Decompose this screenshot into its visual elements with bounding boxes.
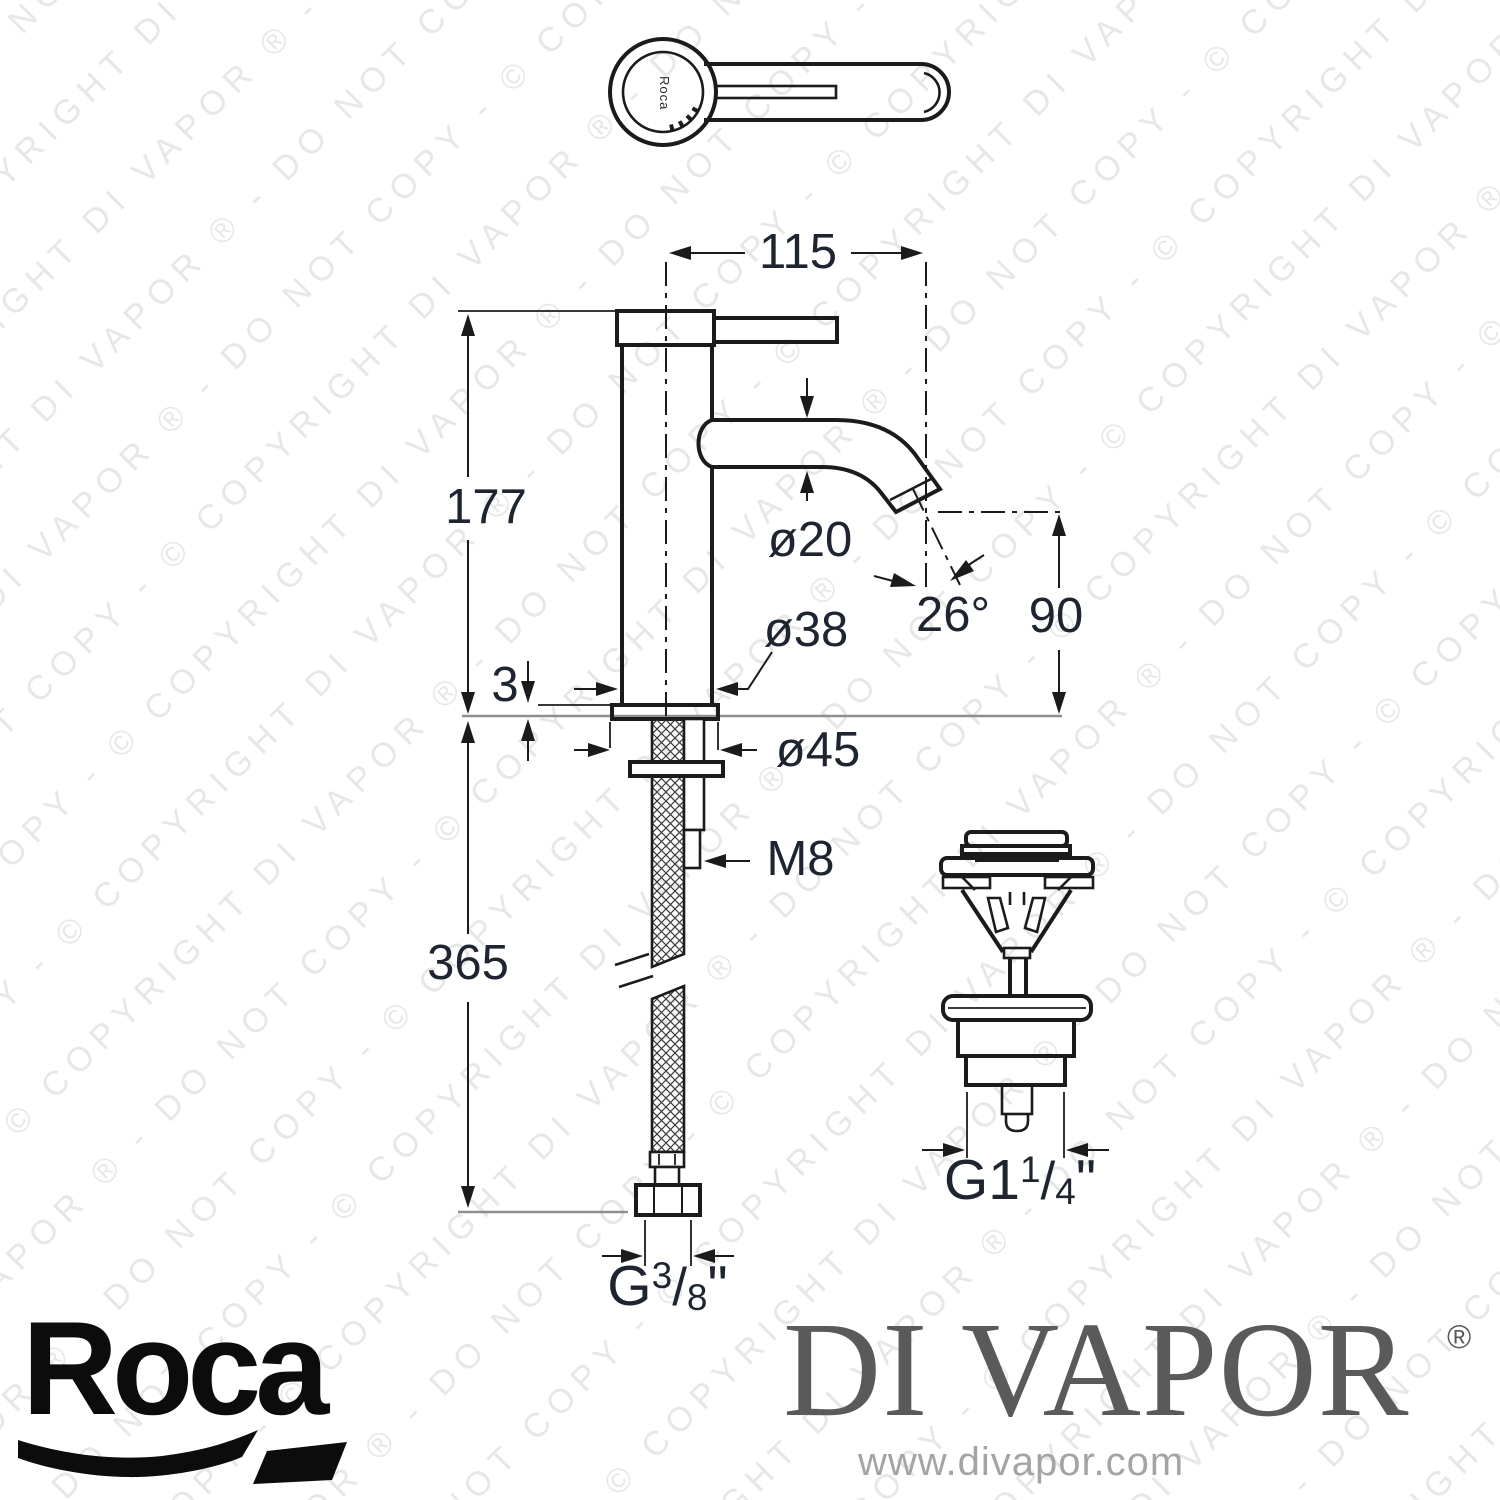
dim-deck-gap: 3 — [491, 658, 519, 712]
waste-thread-slash: / — [1040, 1152, 1056, 1211]
dim-spout-reach: 115 — [758, 225, 838, 279]
faucet-body-art — [458, 262, 1065, 1217]
dim-hose-length: 365 — [427, 936, 509, 990]
waste-thread-numerator: 1 — [1019, 1149, 1041, 1190]
waste-thread-prefix: G1 — [943, 1148, 1020, 1212]
inlet-thread-denominator: 8 — [686, 1277, 708, 1318]
waste-assembly-art — [939, 830, 1095, 1133]
waste-thread-denominator: 4 — [1055, 1171, 1076, 1212]
dim-base-diameter: ø45 — [775, 723, 861, 777]
dimension-lines — [458, 246, 1109, 1266]
dim-body-diameter: ø38 — [763, 603, 849, 657]
dim-spout-angle: 26° — [915, 588, 991, 642]
dim-spout-height: 90 — [1028, 589, 1084, 643]
registered-trademark-icon: ® — [1447, 1318, 1472, 1355]
divapor-logo-text: DI VAPOR — [783, 1295, 1410, 1445]
roca-logo-text: Roca — [22, 1295, 329, 1443]
inlet-thread-suffix: " — [707, 1254, 728, 1318]
handle-top-view-art — [608, 37, 951, 147]
inlet-thread-numerator: 3 — [651, 1255, 673, 1296]
inlet-thread-slash: / — [672, 1258, 687, 1317]
waste-thread-suffix: " — [1075, 1148, 1097, 1212]
dim-fixing-thread: M8 — [766, 832, 835, 886]
website-url: www.divapor.com — [858, 1440, 1185, 1484]
roca-logo-swoosh — [18, 1430, 347, 1484]
handle-brand-text: Roca — [657, 76, 672, 111]
dim-body-height: 177 — [445, 480, 527, 534]
dim-spout-diameter: ø20 — [767, 513, 853, 567]
inlet-thread-prefix: G — [607, 1254, 652, 1318]
